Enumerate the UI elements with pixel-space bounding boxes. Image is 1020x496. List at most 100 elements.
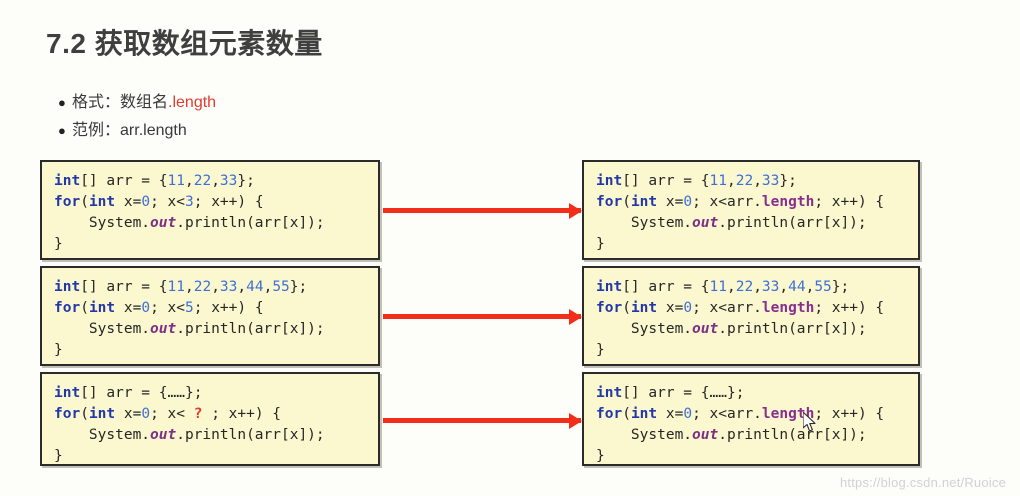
bullet-label-example: 范例： [72, 122, 121, 139]
code-line: for(int x=0; x<arr.length; x++) { [596, 192, 906, 213]
code-token-field: out [692, 427, 719, 443]
arrow-right-icon-2 [383, 314, 581, 319]
code-line: } [596, 340, 906, 361]
code-token-kw: int [54, 279, 81, 295]
code-token-plain: ; x++) { [193, 194, 264, 210]
code-token-plain: [] arr = { [80, 279, 168, 295]
code-token-num: 33 [761, 173, 780, 189]
code-token-num: 55 [272, 279, 290, 295]
code-token-num: 0 [141, 406, 151, 422]
code-line: } [596, 446, 906, 464]
code-line: for(int x=0; x<5; x++) { [54, 298, 366, 319]
code-token-plain: ; x++) { [814, 194, 885, 210]
code-token-kw: for [54, 300, 81, 316]
code-token-plain: } [596, 342, 605, 358]
bullet-item-format: ● 格式： 数组名 .length [58, 88, 478, 116]
code-line: } [54, 234, 366, 255]
code-token-prop: length [761, 194, 815, 210]
code-token-field: out [692, 215, 719, 231]
code-token-num: 44 [788, 279, 806, 295]
code-token-plain: }; [831, 279, 850, 295]
arrow-right-icon-3 [383, 418, 581, 423]
code-line: System.out.println(arr[x]); [596, 425, 906, 446]
code-token-num: 11 [709, 279, 727, 295]
code-line: int[] arr = {11,22,33,44,55}; [54, 277, 366, 298]
code-line: System.out.println(arr[x]); [596, 319, 906, 340]
code-token-plain: System. [54, 427, 151, 443]
code-token-kw: int [596, 279, 623, 295]
code-token-kw: int [88, 300, 116, 316]
code-token-num: 0 [141, 194, 151, 210]
code-line: System.out.println(arr[x]); [54, 213, 366, 234]
code-token-num: 33 [761, 279, 780, 295]
code-token-plain: } [596, 236, 605, 252]
bullet-accent-length: .length [168, 94, 217, 111]
code-token-num: 11 [167, 279, 185, 295]
code-token-plain: System. [54, 215, 151, 231]
code-line: System.out.println(arr[x]); [596, 213, 906, 234]
code-token-field: out [150, 427, 177, 443]
code-token-plain: [] arr = {……}; [80, 385, 203, 401]
code-token-num: 22 [193, 279, 212, 295]
code-token-plain: .println(arr[x]); [176, 321, 325, 337]
code-token-plain: ; x< [150, 406, 194, 422]
code-line: for(int x=0; x<arr.length; x++) { [596, 298, 906, 319]
code-token-plain: ; x< [150, 300, 185, 316]
bullet-list: ● 格式： 数组名 .length ● 范例： arr.length [58, 88, 478, 144]
code-token-plain: , [263, 279, 273, 295]
code-token-plain: [] arr = { [80, 173, 168, 189]
code-token-kw: int [88, 406, 116, 422]
code-line: int[] arr = {……}; [596, 383, 906, 404]
code-token-plain: , [211, 173, 220, 189]
code-token-prop: length [761, 300, 815, 316]
code-token-num: 22 [735, 279, 754, 295]
code-box-left-3: int[] arr = {……};for(int x=0; x< ? ; x++… [40, 372, 380, 466]
code-box-right-3: int[] arr = {……};for(int x=0; x<arr.leng… [582, 372, 920, 466]
code-token-plain: , [726, 173, 736, 189]
code-token-plain: , [753, 173, 762, 189]
code-token-plain: [] arr = {……}; [622, 385, 745, 401]
code-token-num: 0 [683, 406, 693, 422]
code-token-kw: int [54, 173, 81, 189]
code-box-left-2: int[] arr = {11,22,33,44,55};for(int x=0… [40, 266, 380, 366]
code-token-plain: [] arr = { [622, 279, 710, 295]
code-token-num: 55 [814, 279, 832, 295]
code-token-num: 33 [219, 173, 238, 189]
code-token-num: 0 [141, 300, 151, 316]
page-title: 7.2 获取数组元素数量 [46, 28, 323, 59]
code-token-plain: ( [80, 406, 89, 422]
watermark-text: https://blog.csdn.net/Ruoice [839, 475, 1006, 490]
code-token-kw: int [630, 194, 658, 210]
code-token-plain: , [237, 279, 247, 295]
code-token-plain: } [54, 236, 63, 252]
code-token-kw: for [54, 406, 81, 422]
code-token-plain: x= [657, 300, 684, 316]
code-token-plain: ; x++) { [814, 300, 885, 316]
code-token-plain: ; x++) { [202, 406, 282, 422]
code-line: int[] arr = {……}; [54, 383, 366, 404]
code-token-plain: } [596, 448, 605, 464]
code-token-plain: x= [115, 300, 142, 316]
code-token-kw: int [596, 173, 623, 189]
bullet-value-example: arr.length [120, 122, 187, 139]
code-token-plain: , [184, 279, 194, 295]
code-token-plain: }; [289, 279, 308, 295]
code-token-plain: } [54, 342, 63, 358]
code-token-num: 3 [185, 194, 194, 210]
bullet-item-example: ● 范例： arr.length [58, 116, 478, 144]
code-token-num: 33 [219, 279, 238, 295]
bullet-value-format: 数组名 [120, 94, 169, 111]
bullet-label-format: 格式： [72, 94, 121, 111]
code-token-num: 0 [683, 194, 693, 210]
code-token-qmark: ? [193, 406, 203, 422]
code-line: for(int x=0; x<arr.length; x++) { [596, 404, 906, 425]
code-token-num: 22 [735, 173, 754, 189]
code-token-num: 11 [167, 173, 185, 189]
code-line: System.out.println(arr[x]); [54, 319, 366, 340]
code-token-plain: System. [596, 321, 693, 337]
code-token-plain: [] arr = { [622, 173, 710, 189]
code-token-plain: ; x<arr. [692, 406, 762, 422]
code-box-right-1: int[] arr = {11,22,33};for(int x=0; x<ar… [582, 160, 920, 260]
code-line: int[] arr = {11,22,33}; [596, 171, 906, 192]
